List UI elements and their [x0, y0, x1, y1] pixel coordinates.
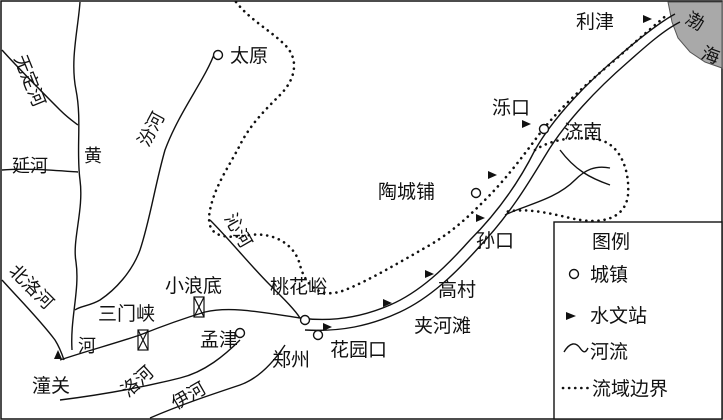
rivers: [1, 1, 681, 419]
label-jinan: 济南: [564, 121, 602, 143]
taohuayu-town: [299, 314, 311, 326]
tongguan-station: [54, 350, 62, 359]
basin-boundary: [207, 0, 670, 295]
sunkou-station: [476, 214, 485, 222]
label-lijin: 利津: [576, 11, 614, 33]
dams: [137, 296, 205, 351]
gaocun-station: [425, 270, 434, 278]
taocheng-station: [488, 171, 497, 179]
jinan-town: [538, 123, 550, 135]
boundary-jinan-loop: [503, 136, 630, 223]
towns: [212, 49, 550, 341]
legend-station-symbol: [566, 312, 576, 320]
yellow-river-middle: [59, 308, 301, 361]
label-tongguan: 潼关: [32, 375, 70, 397]
wuding-river: [1, 49, 79, 126]
label-taohuayu: 桃花峪: [270, 276, 327, 298]
legend-town-symbol: [568, 268, 580, 280]
eastern-tributary: [504, 166, 611, 216]
label-he: 河: [78, 336, 96, 357]
label-zhengzhou: 郑州: [272, 349, 310, 371]
yellow-river-upper: [71, 1, 82, 351]
taiyuan-town: [212, 49, 224, 61]
zhengzhou-town: [312, 329, 324, 341]
sanmenxia-dam-cross: [137, 329, 149, 351]
label-huayuankou: 花园口: [330, 339, 387, 361]
mengjin-town: [234, 327, 246, 339]
legend-station-label: 水文站: [590, 305, 647, 327]
yi-river: [149, 344, 286, 419]
huayuankou-station: [323, 323, 332, 331]
qin-river: [209, 219, 301, 319]
legend-town-label: 城镇: [590, 264, 628, 286]
label-mengjin: 孟津: [200, 329, 238, 351]
xiaolangdi-dam-cross: [193, 296, 205, 318]
label-huang: 黄: [84, 146, 102, 167]
yan-river: [1, 168, 79, 173]
label-yi-river: 伊河: [168, 378, 210, 414]
label-taocheng: 陶城铺: [378, 181, 435, 203]
yellow-river-lower-bank-b: [304, 21, 681, 332]
luokou-station: [522, 120, 531, 128]
legend-title: 图例: [592, 231, 630, 253]
luo-river: [59, 339, 241, 401]
legend-river-label: 河流: [590, 341, 628, 363]
label-qin-river: 沁河: [220, 210, 256, 252]
lijin-station: [643, 15, 652, 23]
legend-box: [553, 221, 723, 420]
taocheng-town: [470, 187, 482, 199]
label-yan-river: 延河: [12, 156, 48, 177]
label-sunkou: 孙口: [476, 230, 514, 252]
label-jiahetan: 夹河滩: [414, 315, 471, 337]
label-sanmenxia: 三门峡: [98, 303, 155, 325]
label-wuding-river: 无定河: [9, 52, 49, 110]
label-fen-river: 汾河: [134, 109, 169, 151]
beiluo-river: [1, 279, 65, 361]
yellow-river-lower-bank-a: [299, 13, 676, 321]
sanmenxia-dam: [137, 329, 149, 351]
label-taiyuan: 太原: [230, 45, 268, 67]
label-luo-river: 洛河: [117, 362, 158, 402]
legend-river-symbol: [563, 343, 589, 353]
legend: 图例 城镇 水文站 河流 流域边界: [553, 221, 723, 420]
fen-river: [74, 51, 216, 311]
legend-boundary-label: 流域边界: [592, 378, 668, 400]
label-beiluo-river: 北洛河: [4, 261, 57, 314]
label-luokou: 泺口: [492, 97, 530, 119]
label-xiaolangdi: 小浪底: [165, 275, 222, 297]
label-gaocun: 高村: [438, 279, 476, 301]
xiaolangdi-dam: [193, 296, 205, 318]
stations: [54, 15, 652, 359]
jiahetan-station: [383, 299, 392, 307]
bohai-sea: [667, 1, 723, 69]
